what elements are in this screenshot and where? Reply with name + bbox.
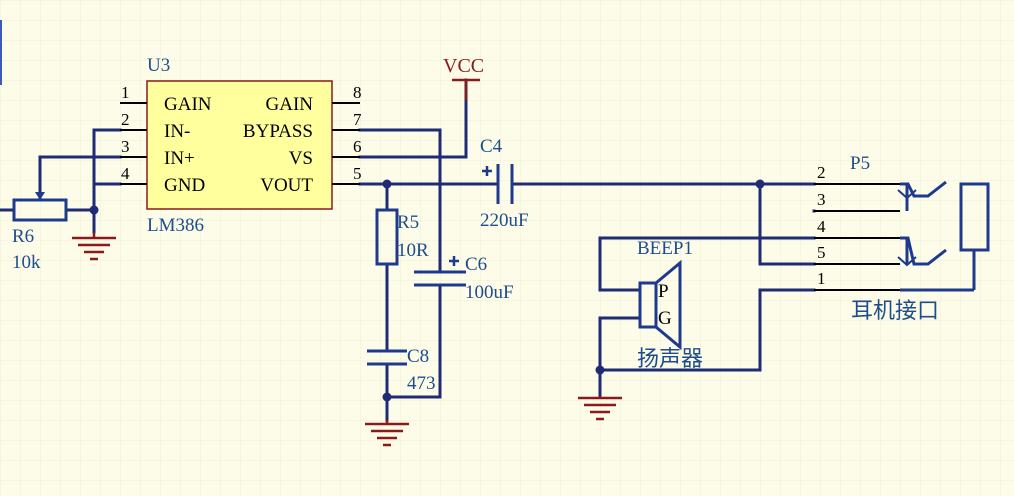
u3-pin-vs: VS — [289, 148, 313, 169]
vcc-label: VCC — [443, 55, 484, 77]
u3-designator: U3 — [147, 55, 170, 76]
u3-pin-number-6: 6 — [353, 137, 362, 156]
p5-pin-number: 5 — [817, 243, 826, 262]
u3-pin-bypass: BYPASS — [243, 121, 313, 142]
c6-designator: C6 — [465, 254, 487, 275]
beep1-designator: BEEP1 — [637, 238, 693, 259]
junctions — [89, 179, 765, 402]
r5-resistor[interactable] — [375, 208, 399, 266]
u3-pin-gain-right: GAIN — [266, 94, 314, 115]
ground-icon — [365, 420, 409, 447]
beep1-pin-p: P — [658, 281, 669, 302]
c8-designator: C8 — [407, 346, 429, 367]
r5-value: 10R — [397, 240, 429, 261]
p5-pin-number: 1 — [817, 269, 826, 288]
u3-pin-number-4: 4 — [121, 164, 130, 183]
u3-pin-number-5: 5 — [353, 164, 362, 183]
r6-value: 10k — [12, 252, 41, 273]
ground-icon — [72, 232, 116, 261]
c8-value: 473 — [407, 373, 436, 394]
p5-pin-number: 4 — [817, 217, 826, 236]
u3-pin-number-1: 1 — [121, 83, 130, 102]
c4-designator: C4 — [480, 136, 503, 157]
p5-name: 耳机接口 — [851, 298, 939, 323]
p5-headphone-jack[interactable] — [814, 180, 990, 292]
beep1-pin-g: G — [658, 308, 672, 329]
u3-pin-number-2: 2 — [121, 110, 130, 129]
u3-pin-number-3: 3 — [121, 137, 130, 156]
beep1-speaker[interactable] — [638, 259, 682, 351]
p5-pin-number: 2 — [817, 163, 826, 182]
c4-value: 220uF — [480, 210, 529, 231]
p5-designator: P5 — [850, 153, 870, 174]
r5-designator: R5 — [397, 212, 419, 233]
u3-pin-in-plus: IN+ — [164, 148, 195, 169]
c6-value: 100uF — [465, 282, 514, 303]
ground-icon — [578, 396, 622, 421]
c8-capacitor[interactable] — [367, 349, 407, 366]
u3-pin-gnd: GND — [164, 175, 205, 196]
u3-lm386[interactable] — [120, 80, 360, 210]
vcc-power-port[interactable] — [452, 78, 480, 100]
c4-capacitor[interactable] — [482, 164, 514, 204]
c6-capacitor[interactable] — [414, 256, 466, 287]
u3-pin-vout: VOUT — [260, 175, 313, 196]
r6-potentiometer[interactable] — [12, 192, 68, 222]
beep1-name: 扬声器 — [637, 346, 703, 371]
u3-pin-gain-left: GAIN — [164, 94, 212, 115]
u3-pin-number-7: 7 — [353, 110, 362, 129]
u3-pin-number-8: 8 — [353, 83, 362, 102]
u3-part: LM386 — [147, 215, 204, 236]
u3-pin-in-minus: IN- — [164, 121, 190, 142]
p5-pin-number: 3 — [817, 190, 826, 209]
r6-designator: R6 — [12, 226, 34, 247]
